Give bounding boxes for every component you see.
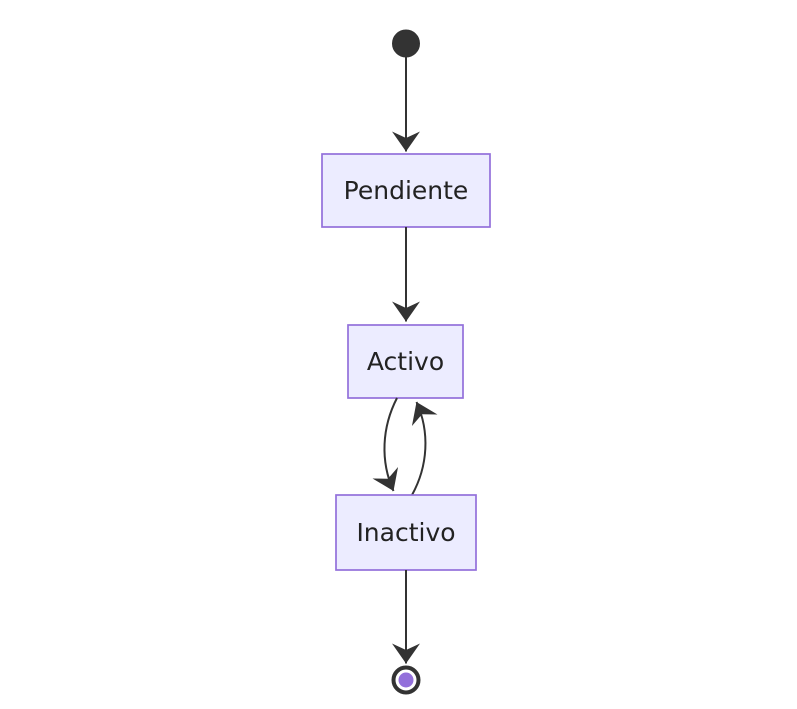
state-label-activo: Activo <box>367 347 444 376</box>
state-rect-activo <box>347 324 464 399</box>
state-label-pendiente: Pendiente <box>344 176 469 205</box>
initial-state-node <box>392 29 420 58</box>
edge-activo-to-inactivo <box>372 397 399 492</box>
final-state-core <box>398 672 414 688</box>
state-label-inactivo: Inactivo <box>356 518 455 547</box>
edge-inactivo-to-activo <box>411 401 438 496</box>
state-node-pendiente: Pendiente <box>321 153 491 228</box>
state-rect-inactivo <box>335 494 477 571</box>
state-node-activo: Activo <box>347 324 464 399</box>
final-state-node <box>391 665 421 695</box>
state-node-inactivo: Inactivo <box>335 494 477 571</box>
